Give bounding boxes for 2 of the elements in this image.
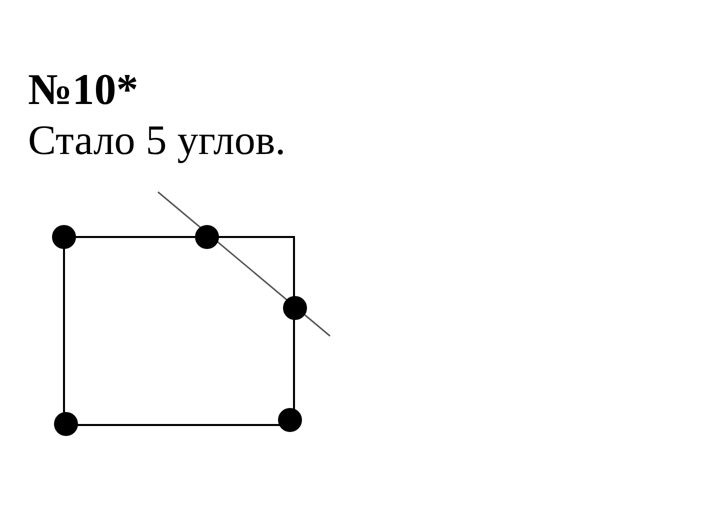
answer-text: Стало 5 углов. [28, 120, 286, 162]
task-number: №10* [28, 68, 138, 112]
